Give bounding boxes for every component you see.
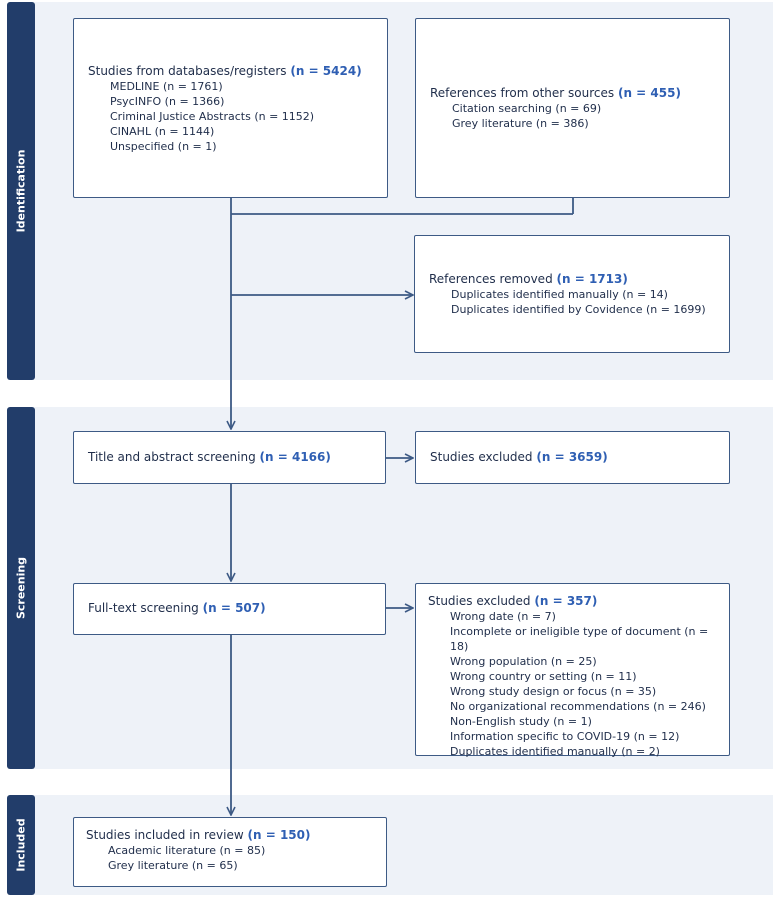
excluded-1-label: Studies excluded bbox=[430, 450, 533, 464]
excluded-2-label: Studies excluded bbox=[428, 594, 531, 608]
excluded-1-heading: Studies excluded (n = 3659) bbox=[430, 450, 729, 465]
exclusion-reason: No organizational recommendations (n = 2… bbox=[450, 700, 706, 713]
exclusion-reason: Information specific to COVID-19 (n = 12… bbox=[450, 730, 680, 743]
references-removed-heading: References removed (n = 1713) bbox=[429, 272, 729, 287]
full-text-box: Full-text screening (n = 507) bbox=[73, 583, 386, 635]
title-abstract-count: (n = 4166) bbox=[259, 450, 331, 464]
databases-item: PsycINFO (n = 1366) bbox=[110, 95, 225, 108]
full-text-count: (n = 507) bbox=[202, 601, 266, 615]
excluded-2-heading: Studies excluded (n = 357) bbox=[428, 594, 729, 609]
included-count: (n = 150) bbox=[247, 828, 311, 842]
other-sources-heading: References from other sources (n = 455) bbox=[430, 86, 729, 101]
included-item: Grey literature (n = 65) bbox=[108, 859, 238, 872]
title-abstract-heading: Title and abstract screening (n = 4166) bbox=[88, 450, 385, 465]
exclusion-reason: Wrong study design or focus (n = 35) bbox=[450, 685, 657, 698]
references-removed-label: References removed bbox=[429, 272, 553, 286]
databases-item: Unspecified (n = 1) bbox=[110, 140, 217, 153]
databases-heading: Studies from databases/registers (n = 54… bbox=[88, 64, 387, 79]
full-text-label: Full-text screening bbox=[88, 601, 199, 615]
included-label: Studies included in review bbox=[86, 828, 244, 842]
identification-tab: Identification bbox=[7, 2, 35, 380]
full-text-heading: Full-text screening (n = 507) bbox=[88, 601, 385, 616]
included-box: Studies included in review (n = 150) Aca… bbox=[73, 817, 387, 887]
databases-item: CINAHL (n = 1144) bbox=[110, 125, 215, 138]
databases-item: Criminal Justice Abstracts (n = 1152) bbox=[110, 110, 315, 123]
included-item: Academic literature (n = 85) bbox=[108, 844, 266, 857]
references-removed-box: References removed (n = 1713) Duplicates… bbox=[414, 235, 730, 353]
exclusion-reason: Wrong population (n = 25) bbox=[450, 655, 597, 668]
databases-item: MEDLINE (n = 1761) bbox=[110, 80, 223, 93]
other-sources-item: Citation searching (n = 69) bbox=[452, 102, 602, 115]
references-removed-item: Duplicates identified manually (n = 14) bbox=[451, 288, 668, 301]
other-sources-box: References from other sources (n = 455) … bbox=[415, 18, 730, 198]
databases-box: Studies from databases/registers (n = 54… bbox=[73, 18, 388, 198]
databases-count: (n = 5424) bbox=[290, 64, 362, 78]
screening-tab: Screening bbox=[7, 407, 35, 769]
title-abstract-label: Title and abstract screening bbox=[88, 450, 256, 464]
included-heading: Studies included in review (n = 150) bbox=[86, 828, 386, 843]
included-tab: Included bbox=[7, 795, 35, 895]
references-removed-item: Duplicates identified by Covidence (n = … bbox=[451, 303, 706, 316]
excluded-2-box: Studies excluded (n = 357) Wrong date (n… bbox=[415, 583, 730, 758]
databases-label: Studies from databases/registers bbox=[88, 64, 287, 78]
exclusion-reason: Incomplete or ineligible type of documen… bbox=[450, 625, 709, 653]
other-sources-item: Grey literature (n = 386) bbox=[452, 117, 589, 130]
title-abstract-box: Title and abstract screening (n = 4166) bbox=[73, 431, 386, 484]
exclusion-reason: Non-English study (n = 1) bbox=[450, 715, 592, 728]
references-removed-count: (n = 1713) bbox=[556, 272, 628, 286]
excluded-1-count: (n = 3659) bbox=[536, 450, 608, 464]
exclusion-reason: Wrong date (n = 7) bbox=[450, 610, 556, 623]
other-sources-label: References from other sources bbox=[430, 86, 615, 100]
excluded-2-count: (n = 357) bbox=[534, 594, 598, 608]
excluded-1-box: Studies excluded (n = 3659) bbox=[415, 431, 730, 484]
exclusion-reason: Wrong country or setting (n = 11) bbox=[450, 670, 637, 683]
other-sources-count: (n = 455) bbox=[617, 86, 681, 100]
exclusion-reason: Duplicates identified manually (n = 2) bbox=[450, 745, 660, 758]
